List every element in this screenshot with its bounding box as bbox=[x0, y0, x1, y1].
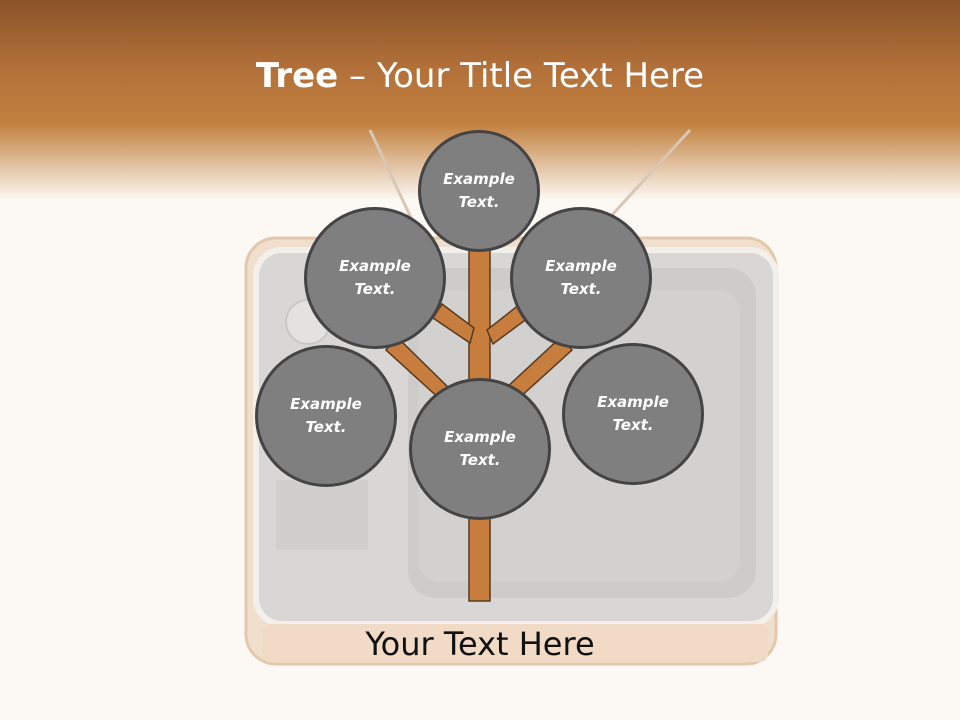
tree-node-middle-left[interactable]: Example Text. bbox=[255, 345, 397, 487]
tree-node-upper-left[interactable]: Example Text. bbox=[304, 207, 446, 349]
node-text-line2: Text. bbox=[459, 451, 501, 469]
antenna-left bbox=[368, 129, 414, 221]
tree-node-top[interactable]: Example Text. bbox=[418, 130, 540, 252]
tree-node-middle-right[interactable]: Example Text. bbox=[562, 343, 704, 485]
node-text-line2: Text. bbox=[458, 193, 500, 211]
node-text-line2: Text. bbox=[560, 280, 602, 298]
node-text-line1: Example bbox=[339, 257, 411, 275]
tv-speaker-grille bbox=[276, 480, 368, 550]
node-text-line1: Example bbox=[597, 393, 669, 411]
node-text-line1: Example bbox=[444, 428, 516, 446]
node-text-line2: Text. bbox=[305, 418, 347, 436]
node-text-line2: Text. bbox=[612, 416, 654, 434]
node-text-line1: Example bbox=[290, 395, 362, 413]
node-text-line2: Text. bbox=[354, 280, 396, 298]
title-strong: Tree bbox=[255, 56, 339, 96]
tv-base bbox=[262, 624, 768, 662]
node-text-line1: Example bbox=[443, 170, 515, 188]
slide-title: Tree – Your Title Text Here bbox=[0, 52, 960, 100]
tree-node-upper-right[interactable]: Example Text. bbox=[510, 207, 652, 349]
caption-text[interactable]: Your Text Here bbox=[365, 625, 595, 663]
title-rest: – Your Title Text Here bbox=[338, 56, 705, 96]
node-text-line1: Example bbox=[545, 257, 617, 275]
antenna-right bbox=[610, 128, 692, 217]
tree-node-center[interactable]: Example Text. bbox=[409, 378, 551, 520]
